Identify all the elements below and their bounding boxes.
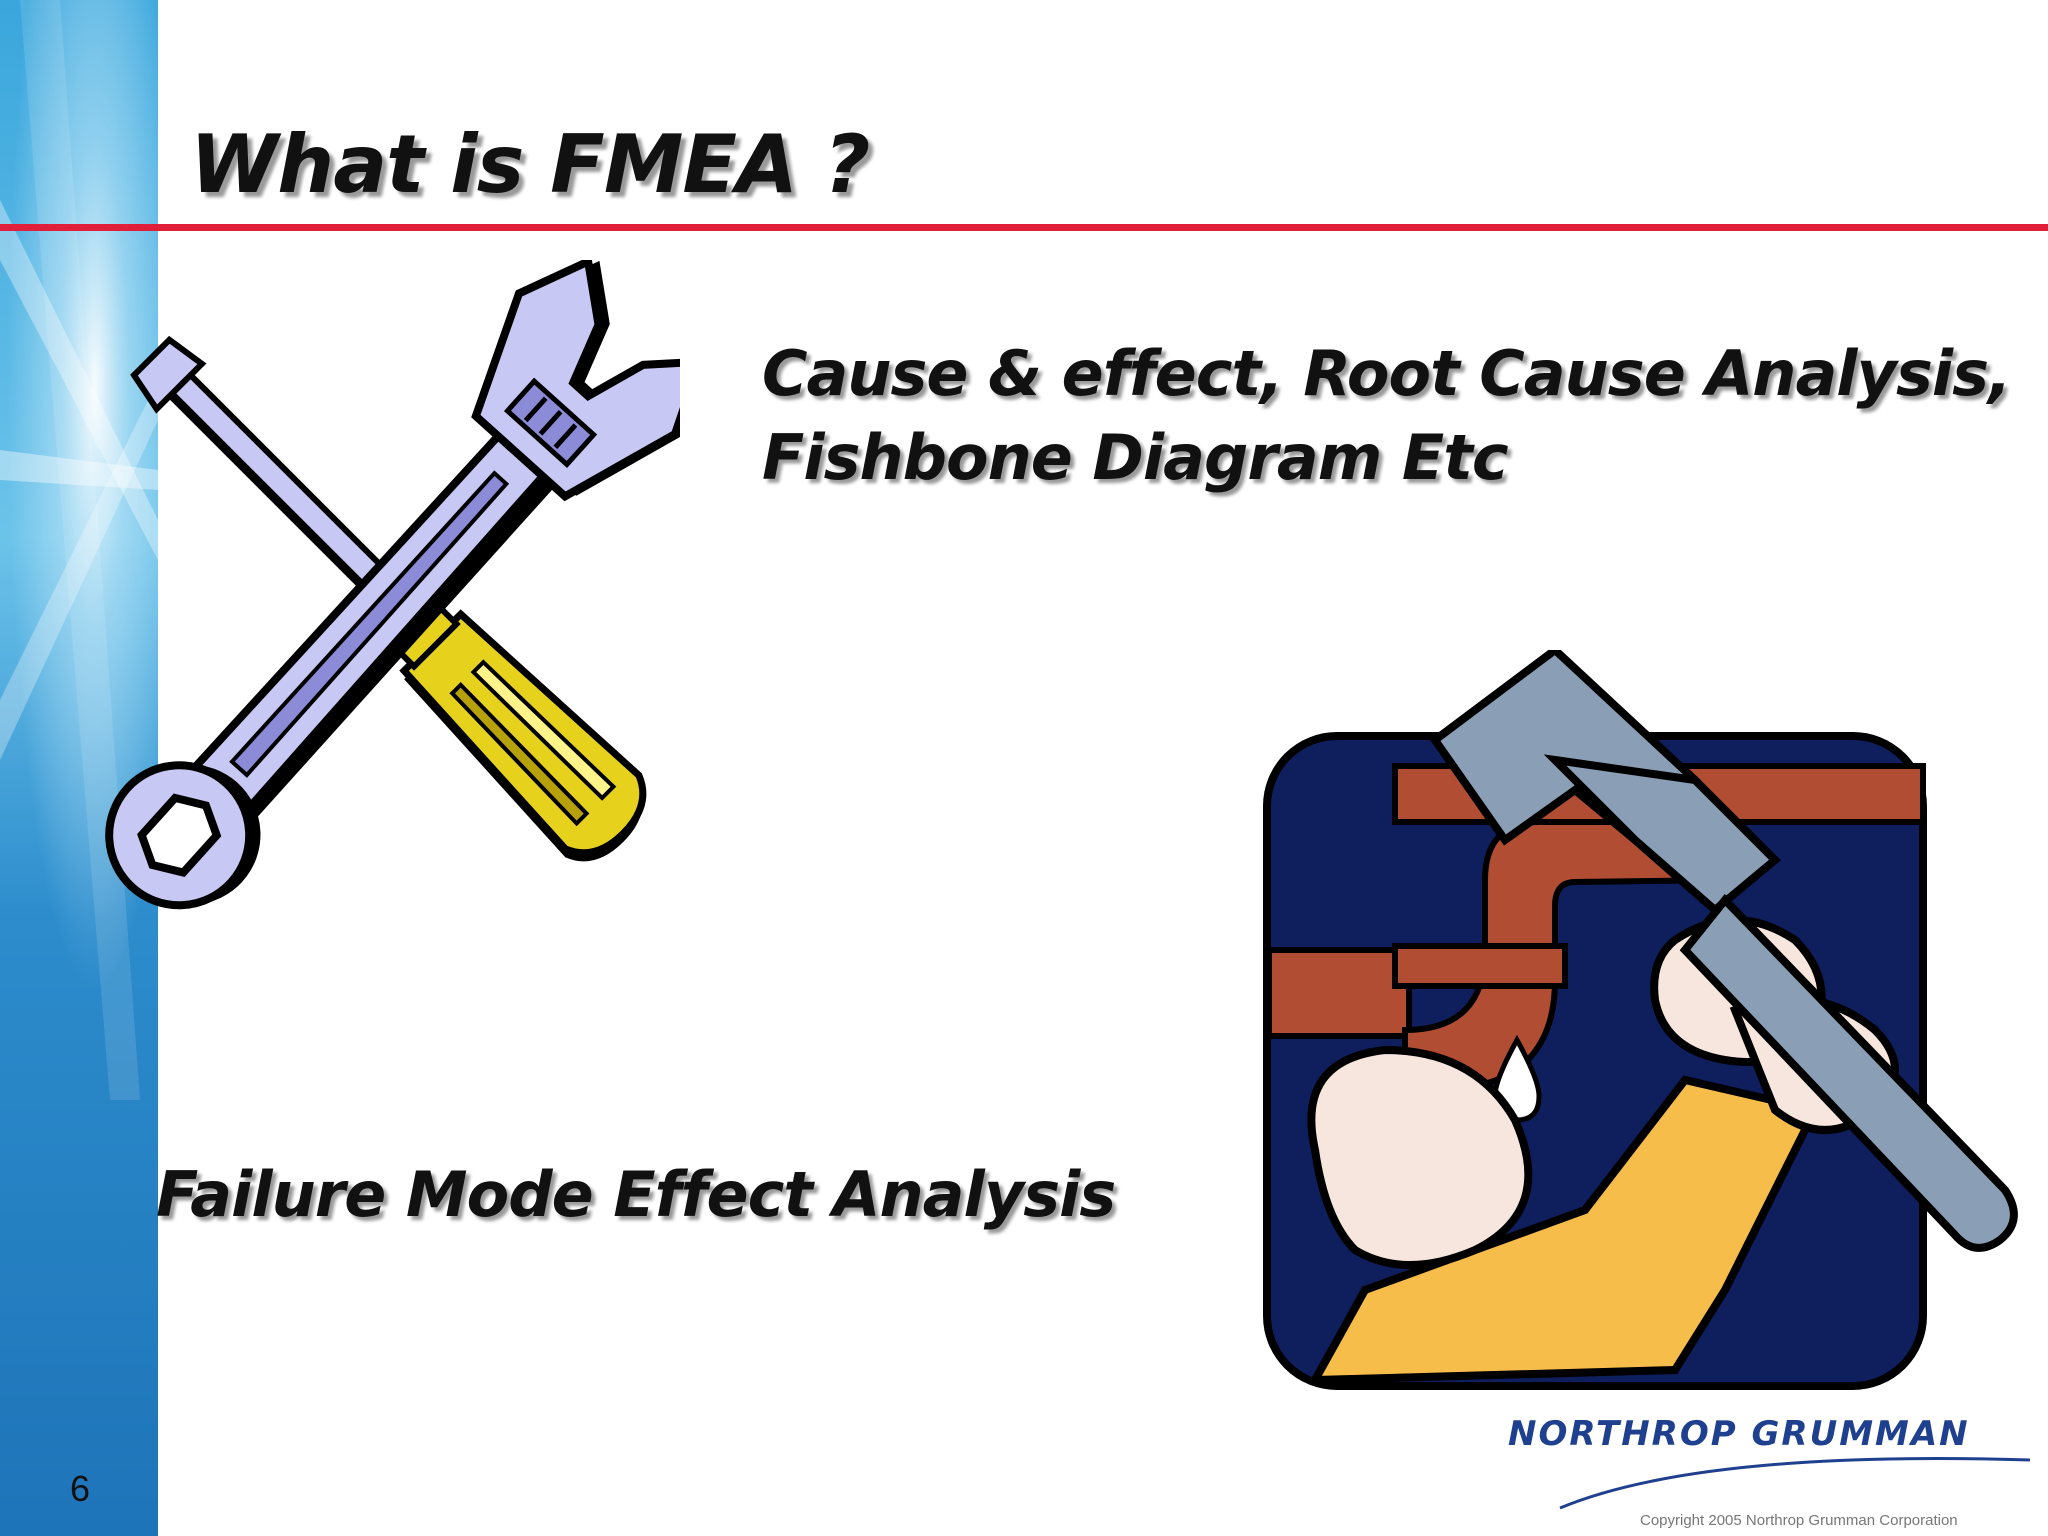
fmea-full-form: Failure Mode Effect Analysis — [156, 1158, 1116, 1231]
page-number: 6 — [70, 1468, 91, 1509]
wrench-and-screwdriver-icon — [100, 255, 711, 940]
logo-company-name: NORTHROP GRUMMAN — [1508, 1414, 1970, 1454]
copyright-notice: Copyright 2005 Northrop Grumman Corporat… — [1640, 1512, 1958, 1529]
title-divider — [0, 224, 2048, 231]
subtitle-text: Cause & effect, Root Cause Analysis, Fis… — [762, 332, 2012, 500]
slide-title: What is FMEA ? — [190, 118, 870, 211]
northrop-grumman-logo: NORTHROP GRUMMAN Copyright 2005 Northrop… — [1500, 1400, 2040, 1536]
subtitle-line: Cause & effect, Root Cause Analysis, — [762, 337, 2012, 410]
subtitle-line: Fishbone Diagram Etc — [762, 421, 1509, 494]
plumber-pipe-wrench-icon — [1255, 644, 2030, 1400]
